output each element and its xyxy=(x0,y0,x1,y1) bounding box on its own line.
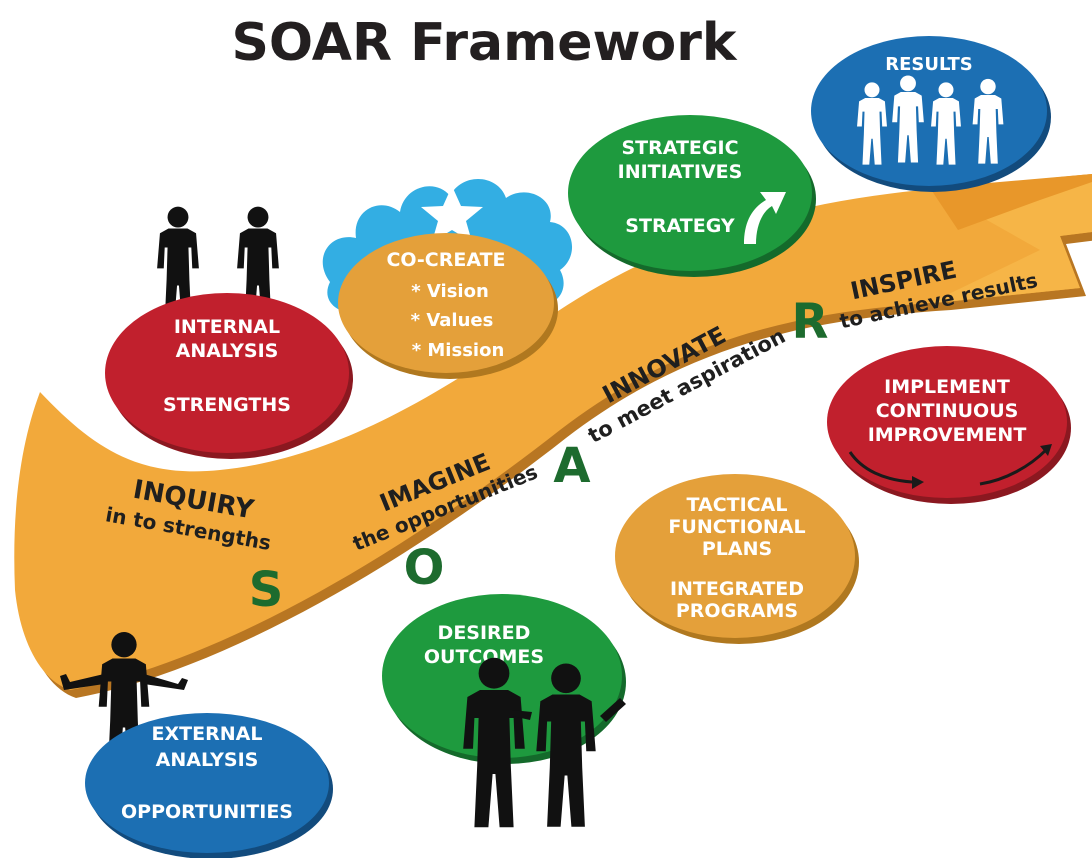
results-group: RESULTS xyxy=(811,36,1051,192)
internal-line3: STRENGTHS xyxy=(163,394,291,416)
cycle-arrows-icon xyxy=(848,448,1048,486)
cocreate-item-values: * Values xyxy=(411,310,494,331)
letter-r: R xyxy=(792,294,829,350)
implement-line3: IMPROVEMENT xyxy=(868,424,1027,446)
cocreate-item-mission: * Mission xyxy=(412,340,505,361)
internal-analysis-bubble xyxy=(105,293,349,453)
external-line1: EXTERNAL xyxy=(152,723,263,745)
letter-o: O xyxy=(404,540,445,596)
letter-a: A xyxy=(553,438,590,494)
cocreate-heading: CO-CREATE xyxy=(386,249,505,271)
curved-arrow-up-icon xyxy=(744,192,786,244)
cocreate-group: CO-CREATE * Vision * Values * Mission xyxy=(322,178,573,379)
implement-bubble xyxy=(827,346,1067,498)
letter-s: S xyxy=(249,562,284,618)
desired-group: DESIRED OUTCOMES xyxy=(382,594,626,828)
soar-arrow xyxy=(14,174,1092,698)
person-silhouette-icon xyxy=(463,657,626,828)
external-line3: OPPORTUNITIES xyxy=(121,801,293,823)
tactical-line5: PROGRAMS xyxy=(676,600,798,622)
tactical-line4: INTEGRATED xyxy=(670,578,804,600)
desired-line2: OUTCOMES xyxy=(424,646,544,668)
tactical-line2: FUNCTIONAL xyxy=(668,516,805,538)
internal-line1: INTERNAL xyxy=(174,316,280,338)
implement-line1: IMPLEMENT xyxy=(884,376,1010,398)
external-group: EXTERNAL ANALYSIS OPPORTUNITIES xyxy=(60,632,333,858)
external-line2: ANALYSIS xyxy=(156,749,259,771)
external-bubble xyxy=(85,713,329,853)
arrow-body xyxy=(14,174,1092,690)
desired-line1: DESIRED xyxy=(438,622,531,644)
person-silhouette-icon xyxy=(60,632,188,772)
star-icon xyxy=(421,186,483,242)
tactical-line1: TACTICAL xyxy=(687,494,788,516)
strategic-line3: STRATEGY xyxy=(625,215,735,237)
cocreate-bubble xyxy=(338,233,554,373)
strategic-line1: STRATEGIC xyxy=(621,137,738,159)
internal-line2: ANALYSIS xyxy=(176,340,279,362)
implement-group: IMPLEMENT CONTINUOUS IMPROVEMENT xyxy=(827,346,1071,504)
strategic-line2: INITIATIVES xyxy=(618,161,743,183)
page-title: SOAR Framework xyxy=(231,13,737,73)
tactical-group: TACTICAL FUNCTIONAL PLANS INTEGRATED PRO… xyxy=(615,474,859,644)
tactical-bubble xyxy=(615,474,855,638)
strategic-group: STRATEGIC INITIATIVES STRATEGY xyxy=(568,115,816,277)
tactical-line3: PLANS xyxy=(702,538,772,560)
results-label: RESULTS xyxy=(885,54,972,75)
cocreate-item-vision: * Vision xyxy=(411,281,489,302)
internal-analysis-group: INTERNAL ANALYSIS STRENGTHS xyxy=(105,206,353,459)
implement-line2: CONTINUOUS xyxy=(876,400,1019,422)
